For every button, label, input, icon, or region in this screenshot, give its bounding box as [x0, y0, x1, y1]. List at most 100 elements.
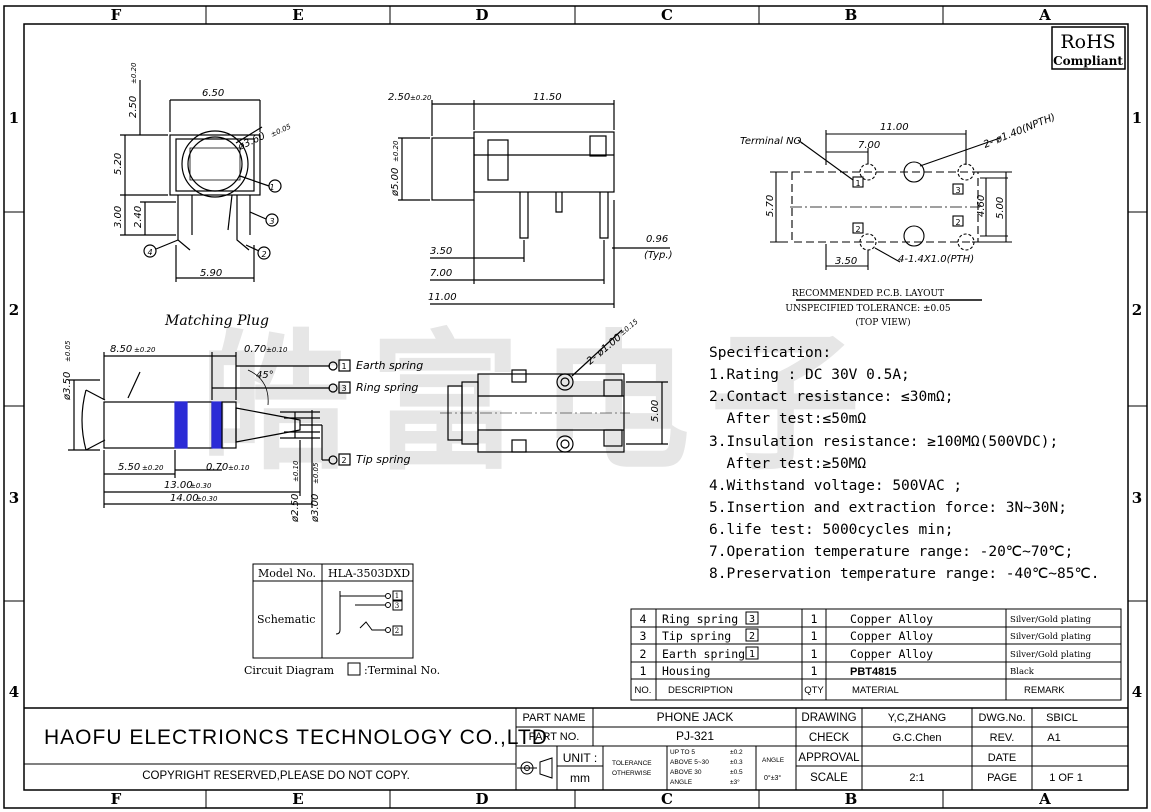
bom-desc: Housing [662, 664, 710, 678]
dim-tol: ±0.05 [312, 462, 320, 484]
top-view [440, 329, 668, 453]
dim-label: 0.70 [206, 462, 228, 473]
check-label: CHECK [809, 732, 850, 744]
rev-label: REV. [990, 732, 1015, 744]
bom-header-no: NO. [635, 685, 652, 696]
drawing-label: DRAWING [801, 712, 856, 724]
grid-row-label: 4 [9, 683, 19, 701]
pcb-pth-label: 4-1.4X1.0(PTH) [898, 254, 974, 265]
bom-qty: 1 [811, 664, 818, 678]
drawing-value: Y,C,ZHANG [888, 712, 946, 724]
grid-col-label: E [292, 6, 303, 24]
tol-value: ±3° [730, 778, 740, 786]
unit-label: UNIT : [563, 751, 597, 765]
bom-pin: 2 [749, 631, 755, 642]
spec-line: 8.Preservation temperature range: -40℃~8… [709, 566, 1100, 582]
bom-remark: Silver/Gold plating [1010, 615, 1092, 625]
pin-number: 2 [955, 218, 960, 227]
dim-label: 0.96 [646, 234, 668, 245]
bom-material: Copper Alloy [850, 612, 933, 626]
bom-qty: 1 [811, 612, 818, 626]
dim-label: 5.00 [995, 197, 1006, 219]
dim-label: ø3.50 [62, 372, 73, 401]
bom-qty: 1 [811, 647, 818, 661]
grid-ticks [4, 6, 1147, 808]
dim-tol: ±0.05 [64, 340, 72, 362]
spec-line: 4.Withstand voltage: 500VAC ; [709, 478, 962, 494]
grid-col-label: E [292, 790, 303, 808]
date-label: DATE [988, 752, 1017, 764]
tol-range: UP TO 5 [670, 749, 695, 756]
spring-number: 1 [341, 362, 346, 371]
plug-title: Matching Plug [164, 313, 269, 329]
inner-border [23, 23, 1129, 791]
title-block [24, 707, 1128, 790]
spec-line: After test:≤50mΩ [709, 411, 866, 427]
bom-desc: Ring spring [662, 612, 738, 626]
pin-number: 2 [855, 225, 860, 234]
grid-row-label: 2 [9, 301, 19, 319]
dim-label: 5.20 [113, 153, 124, 175]
dim-label: ø5.00 [390, 168, 401, 197]
grid-col-label: C [661, 790, 673, 808]
spec-line: 1.Rating : DC 30V 0.5A; [709, 367, 910, 383]
front-view [120, 80, 282, 282]
dim-label: (Typ.) [644, 250, 673, 261]
bom-pin: 3 [749, 614, 755, 625]
bom-header-remark: REMARK [1024, 685, 1065, 696]
pin-number: 1 [855, 179, 860, 188]
dim-label: 13.00 [164, 480, 193, 491]
spec-line: 6.life test: 5000cycles min; [709, 522, 953, 538]
dwg-label: DWG.No. [978, 712, 1025, 724]
dim-tol: ±0.20 [392, 140, 400, 162]
dim-tol: ±0.30 [196, 495, 218, 503]
grid-row-label: 1 [9, 109, 19, 127]
bom-header-material: MATERIAL [852, 685, 899, 696]
dim-tol: ±0.20 [134, 346, 156, 354]
bom-material: Copper Alloy [850, 629, 933, 643]
spring-number: 2 [341, 456, 346, 465]
tol-value: ±0.2 [730, 749, 743, 756]
scale-value: 2:1 [909, 772, 924, 784]
spring-number: 3 [341, 384, 346, 393]
dim-label: ø3.00 [310, 494, 321, 523]
bom-qty: 1 [811, 629, 818, 643]
approval-label: APPROVAL [798, 752, 860, 764]
schematic-pin: 1 [395, 592, 399, 600]
dim-label: 7.00 [858, 140, 880, 151]
tolerance-label: TOLERANCE [612, 760, 652, 767]
bom-material: PBT4815 [850, 666, 896, 678]
spec-line: After test:≥50MΩ [709, 456, 866, 472]
dim-label: 4.60 [976, 195, 987, 217]
model-value: HLA-3503DXD [328, 567, 410, 580]
pcb-tolerance: UNSPECIFIED TOLERANCE: ±0.05 [785, 304, 950, 314]
grid-row-label: 1 [1132, 109, 1142, 127]
dim-label: 5.00 [650, 400, 661, 422]
pcb-top-view: (TOP VIEW) [855, 317, 910, 328]
spring-label: Tip spring [356, 453, 411, 466]
grid-col-label: F [111, 6, 122, 24]
bom-material: Copper Alloy [850, 647, 933, 661]
check-value: G.C.Chen [893, 732, 942, 744]
bom-no: 2 [640, 647, 647, 661]
grid-col-label: A [1038, 6, 1051, 24]
page-label: PAGE [987, 772, 1017, 784]
dim-label: 11.50 [533, 92, 562, 103]
company-name: HAOFU ELECTRIONCS TECHNOLOGY CO.,LTD [44, 726, 548, 749]
pcb-npth-label: 2- ø1.40(NPTH) [982, 112, 1057, 151]
part-no: PJ-321 [676, 729, 714, 743]
bom-remark: Silver/Gold plating [1010, 650, 1092, 660]
grid-row-label: 3 [1132, 489, 1142, 507]
rohs-compliant: Compliant [1053, 54, 1123, 68]
bom-desc: Earth spring [662, 647, 745, 661]
spring-label: Earth spring [356, 359, 423, 372]
spec-line: 3.Insulation resistance: ≥100MΩ(500VDC); [709, 434, 1058, 450]
grid-row-label: 4 [1132, 683, 1142, 701]
grid-col-label: B [845, 6, 858, 24]
pin-number: 1 [269, 183, 274, 192]
dim-label: 3.50 [835, 256, 857, 267]
part-no-label: PART NO. [529, 731, 580, 743]
rev-value: A1 [1047, 732, 1060, 744]
part-name-label: PART NAME [523, 712, 586, 724]
